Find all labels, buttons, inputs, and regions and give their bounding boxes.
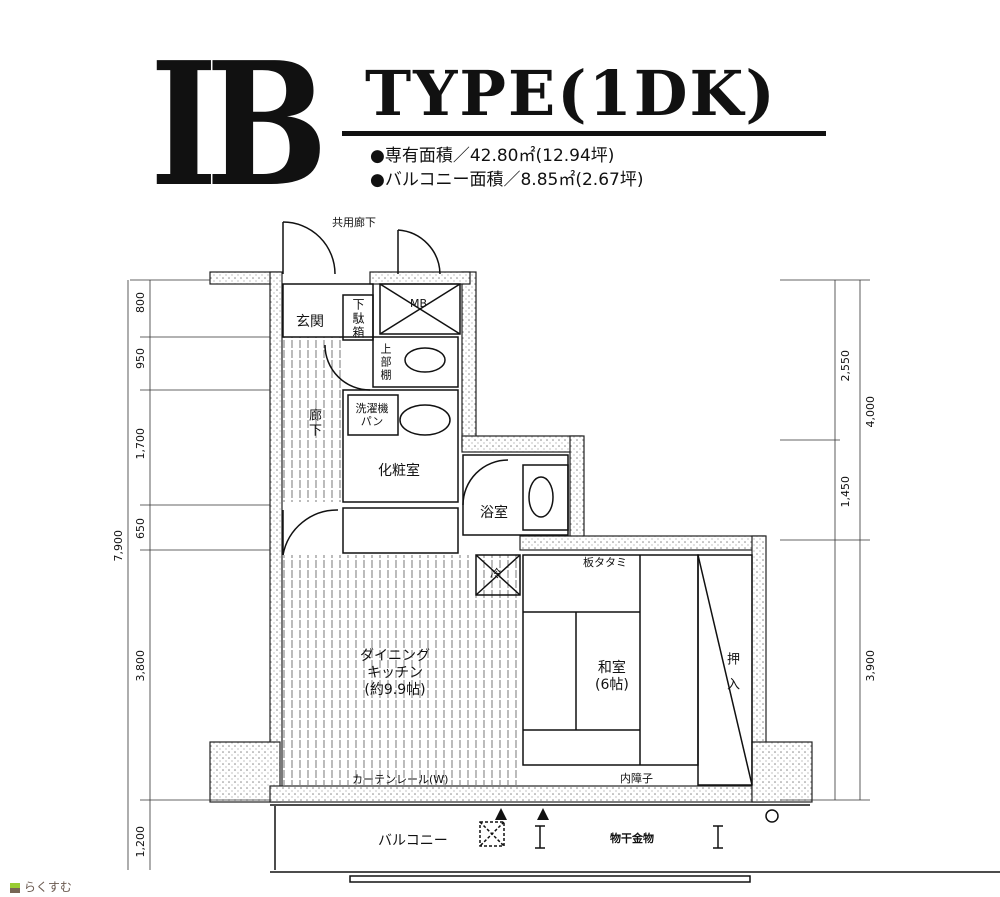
dim-right-3900: 3,900 bbox=[864, 650, 877, 682]
dim-left-800: 800 bbox=[134, 292, 147, 313]
label-laundry-hanger: 物干金物 bbox=[610, 832, 654, 845]
corridor-floor bbox=[283, 337, 343, 502]
dim-left-1700: 1,700 bbox=[134, 428, 147, 460]
label-shoe-box: 下駄箱 bbox=[351, 298, 365, 340]
title-underline bbox=[342, 131, 826, 136]
label-entrance: 玄関 bbox=[296, 314, 324, 330]
dk-line-3: (約9.9帖) bbox=[364, 682, 426, 698]
label-bathroom: 浴室 bbox=[480, 505, 508, 521]
type-letter: IB bbox=[150, 25, 328, 225]
dim-left-1200: 1,200 bbox=[134, 826, 147, 858]
label-washer-pan: 洗濯機パン bbox=[355, 402, 389, 428]
dim-left-3800: 3,800 bbox=[134, 650, 147, 682]
washitsu-line-2: (6帖) bbox=[595, 677, 629, 693]
watermark-text: らくすむ bbox=[23, 880, 72, 894]
spec-balcony-area: ●バルコニー面積／8.85㎡(2.67坪) bbox=[370, 170, 644, 190]
label-balcony: バルコニー bbox=[378, 833, 448, 849]
washitsu-line-1: 和室 bbox=[597, 660, 626, 676]
house-icon bbox=[10, 882, 20, 893]
label-dining-kitchen: ダイニング キッチン (約9.9帖) bbox=[360, 648, 430, 699]
dim-left-650: 650 bbox=[134, 518, 147, 539]
walls bbox=[209, 271, 813, 803]
dk-floor bbox=[283, 555, 520, 785]
label-curtain-rail: カーテンレール(W) bbox=[352, 773, 449, 786]
label-corridor: 廊下 bbox=[306, 408, 321, 438]
label-mb: MB bbox=[410, 297, 428, 310]
dk-line-1: ダイニング bbox=[360, 648, 430, 664]
label-board-tatami: 板タタミ bbox=[583, 556, 627, 569]
dim-left-total: 7,900 bbox=[112, 530, 125, 562]
type-name: TYPE(1DK) bbox=[365, 57, 777, 130]
dim-right-total: 4,000 bbox=[864, 396, 877, 428]
dk-line-2: キッチン bbox=[367, 665, 423, 681]
label-closet: 押入 bbox=[724, 652, 739, 702]
label-common-corridor: 共用廊下 bbox=[332, 216, 376, 229]
label-dressing-room: 化粧室 bbox=[378, 463, 420, 479]
dim-left-950: 950 bbox=[134, 348, 147, 369]
dim-right-2550: 2,550 bbox=[839, 350, 852, 382]
label-inner-screen: 内障子 bbox=[620, 772, 653, 785]
spec-floor-area: ●専有面積／42.80㎡(12.94坪) bbox=[370, 146, 615, 166]
dim-right-1450: 1,450 bbox=[839, 476, 852, 508]
label-fridge: 冷 bbox=[490, 567, 501, 580]
label-upper-shelf: 上部棚 bbox=[379, 343, 392, 382]
label-washitsu: 和室 (6帖) bbox=[595, 660, 629, 694]
dimension-lines bbox=[127, 279, 870, 870]
watermark-logo: らくすむ bbox=[10, 878, 72, 895]
